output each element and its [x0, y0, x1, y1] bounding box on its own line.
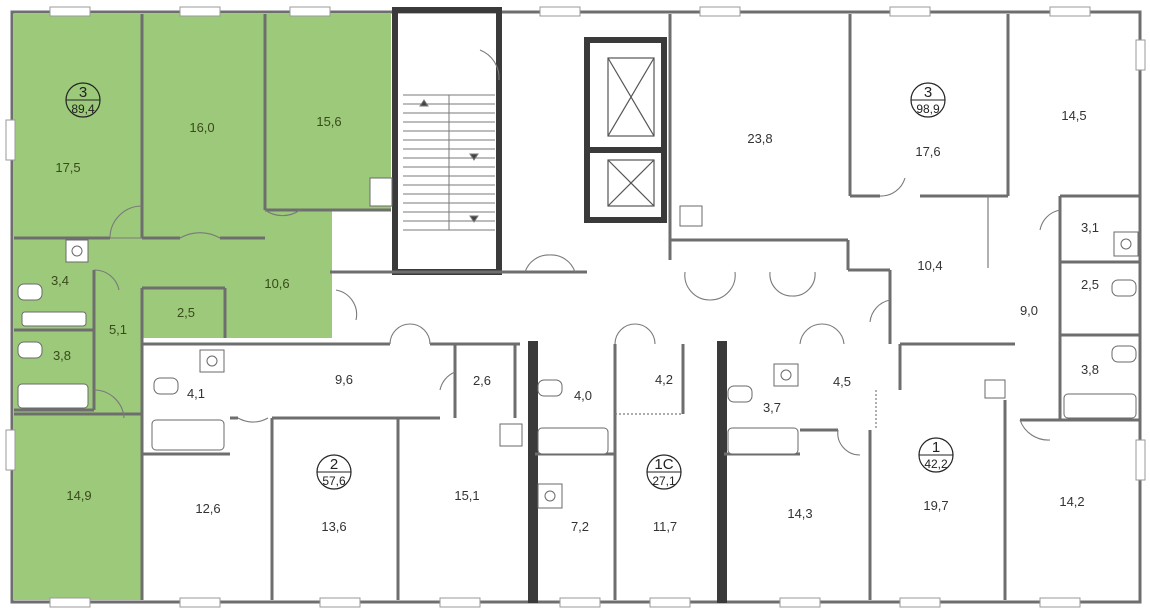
room-area-label: 15,6 — [316, 114, 341, 129]
room-area-label: 16,0 — [189, 120, 214, 135]
room-area-label: 9,6 — [335, 372, 353, 387]
windows — [5, 6, 1146, 608]
apartment-badge[interactable]: 3 89,4 — [65, 82, 101, 118]
room-area-label: 14,9 — [66, 488, 91, 503]
room-area-label: 3,8 — [53, 348, 71, 363]
apartment-badge[interactable]: 2 57,6 — [316, 454, 352, 490]
room-area-label: 9,0 — [1020, 303, 1038, 318]
highlighted-apartment-fill[interactable] — [14, 14, 391, 600]
room-area-label: 2,5 — [1081, 277, 1099, 292]
room-area-label: 4,2 — [655, 372, 673, 387]
room-area-label: 4,0 — [574, 388, 592, 403]
room-area-label: 3,4 — [51, 273, 69, 288]
room-area-label: 12,6 — [195, 501, 220, 516]
room-area-label: 5,1 — [109, 322, 127, 337]
room-area-label: 3,7 — [763, 400, 781, 415]
staircase — [403, 94, 495, 231]
room-area-label: 11,7 — [653, 519, 677, 534]
apartment-rooms: 3 — [79, 84, 87, 101]
apartment-area: 89,4 — [71, 102, 95, 116]
apartment-rooms: 1 — [932, 439, 940, 456]
apartment-area: 42,2 — [924, 457, 948, 471]
room-area-label: 4,5 — [833, 374, 851, 389]
room-area-label: 13,6 — [321, 519, 346, 534]
room-area-label: 2,5 — [177, 305, 195, 320]
room-area-label: 17,5 — [55, 160, 80, 175]
door-swings — [93, 49, 1061, 456]
apartment-rooms: 2 — [330, 456, 338, 473]
room-area-label: 14,5 — [1061, 108, 1086, 123]
room-area-label: 7,2 — [571, 519, 589, 534]
room-area-label: 14,3 — [787, 506, 812, 521]
room-area-labels: 17,5 16,0 15,6 10,6 2,5 3,4 5,1 3,8 14,9… — [51, 108, 1099, 534]
apartment-rooms: 3 — [924, 84, 932, 101]
room-area-label: 23,8 — [747, 131, 772, 146]
bathroom-fixtures — [17, 177, 1139, 509]
apartment-badge[interactable]: 3 98,9 — [910, 82, 946, 118]
room-area-label: 10,6 — [264, 276, 289, 291]
room-area-label: 3,8 — [1081, 362, 1099, 377]
room-area-label: 4,1 — [187, 386, 205, 401]
apartment-area: 27,1 — [652, 474, 676, 488]
apartment-rooms: 1С — [654, 456, 673, 473]
interior-walls — [14, 7, 1140, 603]
room-area-label: 3,1 — [1081, 220, 1099, 235]
room-area-label: 14,2 — [1059, 494, 1084, 509]
apartment-area: 98,9 — [916, 102, 940, 116]
room-area-label: 2,6 — [473, 373, 491, 388]
room-area-label: 10,4 — [917, 258, 942, 273]
apartment-area: 57,6 — [322, 474, 346, 488]
apartment-badge[interactable]: 1 42,2 — [918, 437, 954, 473]
apartment-badge[interactable]: 1С 27,1 — [646, 454, 682, 490]
apartment-badges: 3 89,4 3 98,9 2 57,6 1С 27,1 1 42,2 — [65, 82, 954, 490]
room-area-label: 19,7 — [923, 498, 948, 513]
elevator-shafts — [607, 57, 655, 207]
room-area-label: 15,1 — [454, 488, 479, 503]
room-area-label: 17,6 — [915, 144, 940, 159]
